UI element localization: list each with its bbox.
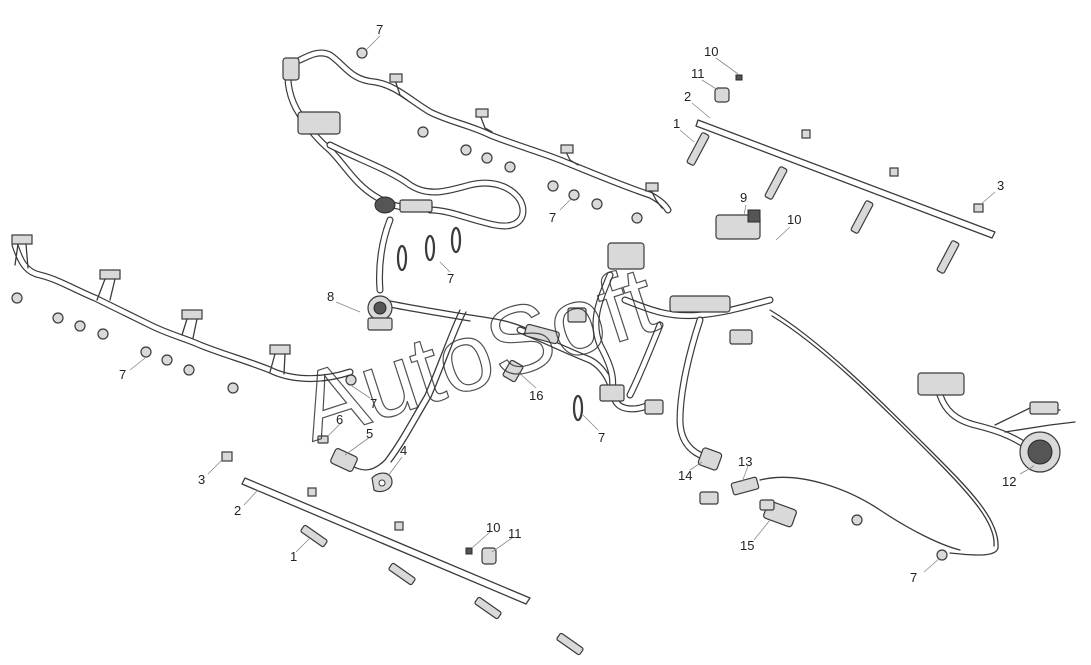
callout-12: 12 <box>1002 474 1016 489</box>
callout-7: 7 <box>447 271 454 286</box>
harness-clip-cluster <box>669 295 731 313</box>
callout-7: 7 <box>376 22 383 37</box>
injector-rail-2-upper <box>686 74 996 274</box>
harness-clip <box>399 199 433 213</box>
injector-pin-1 <box>300 524 584 656</box>
callout-1: 1 <box>673 116 680 131</box>
sensor-14 <box>697 447 723 505</box>
harness-connector-block <box>607 242 645 270</box>
callout-11: 11 <box>691 66 705 81</box>
callout-11: 11 <box>508 526 522 541</box>
leader-lines <box>129 35 1035 573</box>
round-connector-12 <box>917 372 1076 473</box>
callout-3: 3 <box>997 178 1004 193</box>
harness-connector-block <box>297 111 341 135</box>
lower-injector-harness <box>11 234 354 382</box>
screw-6 <box>317 435 329 444</box>
callout-2: 2 <box>684 89 691 104</box>
callout-2: 2 <box>234 503 241 518</box>
sensor-harness <box>349 216 531 471</box>
callout-labels: 7 10 11 2 1 3 9 10 7 7 8 7 7 16 6 5 4 7 … <box>119 22 1016 585</box>
callout-10: 10 <box>787 212 801 227</box>
sensor-13 <box>730 476 760 496</box>
callout-7: 7 <box>370 396 377 411</box>
injector-connector <box>269 344 291 375</box>
rail-fittings <box>801 129 899 177</box>
sensor-9 <box>715 209 761 240</box>
plug-3 <box>973 203 984 213</box>
injector-connector <box>96 269 121 301</box>
callout-7: 7 <box>598 430 605 445</box>
callout-4: 4 <box>400 443 407 458</box>
upper-injector-harness <box>296 49 672 214</box>
harness-connector <box>729 329 753 345</box>
nut-10 <box>735 74 743 81</box>
harness-connector <box>567 307 587 323</box>
callout-6: 6 <box>336 412 343 427</box>
bracket-4 <box>371 472 393 493</box>
injector-rail-2-lower <box>221 451 584 656</box>
callout-7: 7 <box>910 570 917 585</box>
harness-clip <box>374 196 396 214</box>
main-harness-trunk <box>282 57 527 230</box>
harness-connector <box>644 399 664 415</box>
callout-1: 1 <box>290 549 297 564</box>
callout-3: 3 <box>198 472 205 487</box>
callout-14: 14 <box>678 468 692 483</box>
harness-connector <box>599 384 625 402</box>
callout-10: 10 <box>486 520 500 535</box>
callout-13: 13 <box>738 454 752 469</box>
watermark-text: AutoSoft <box>286 246 669 462</box>
sensor-15 <box>759 499 797 528</box>
injector-pin-1 <box>686 132 960 274</box>
center-harness <box>516 242 999 556</box>
grommets-7 <box>11 47 948 561</box>
sensor-connector-8 <box>367 295 393 331</box>
clamp-11 <box>714 87 730 103</box>
nut-10 <box>465 547 473 555</box>
injector-connector <box>560 144 579 166</box>
injector-connector <box>645 182 663 209</box>
callout-10: 10 <box>704 44 718 59</box>
callout-8: 8 <box>327 289 334 304</box>
callout-7: 7 <box>549 210 556 225</box>
rail-fittings <box>307 487 404 531</box>
callout-16: 16 <box>529 388 543 403</box>
callout-7: 7 <box>119 367 126 382</box>
callout-15: 15 <box>740 538 754 553</box>
injector-connector <box>389 73 408 101</box>
injector-connector <box>181 309 203 339</box>
sensor-16 <box>502 323 560 383</box>
callout-9: 9 <box>740 190 747 205</box>
injector-connector <box>475 108 493 133</box>
harness-connector <box>282 57 300 81</box>
plug-3 <box>221 451 233 462</box>
callout-5: 5 <box>366 426 373 441</box>
injector-connector <box>11 234 33 269</box>
sensor-5 <box>330 448 358 472</box>
